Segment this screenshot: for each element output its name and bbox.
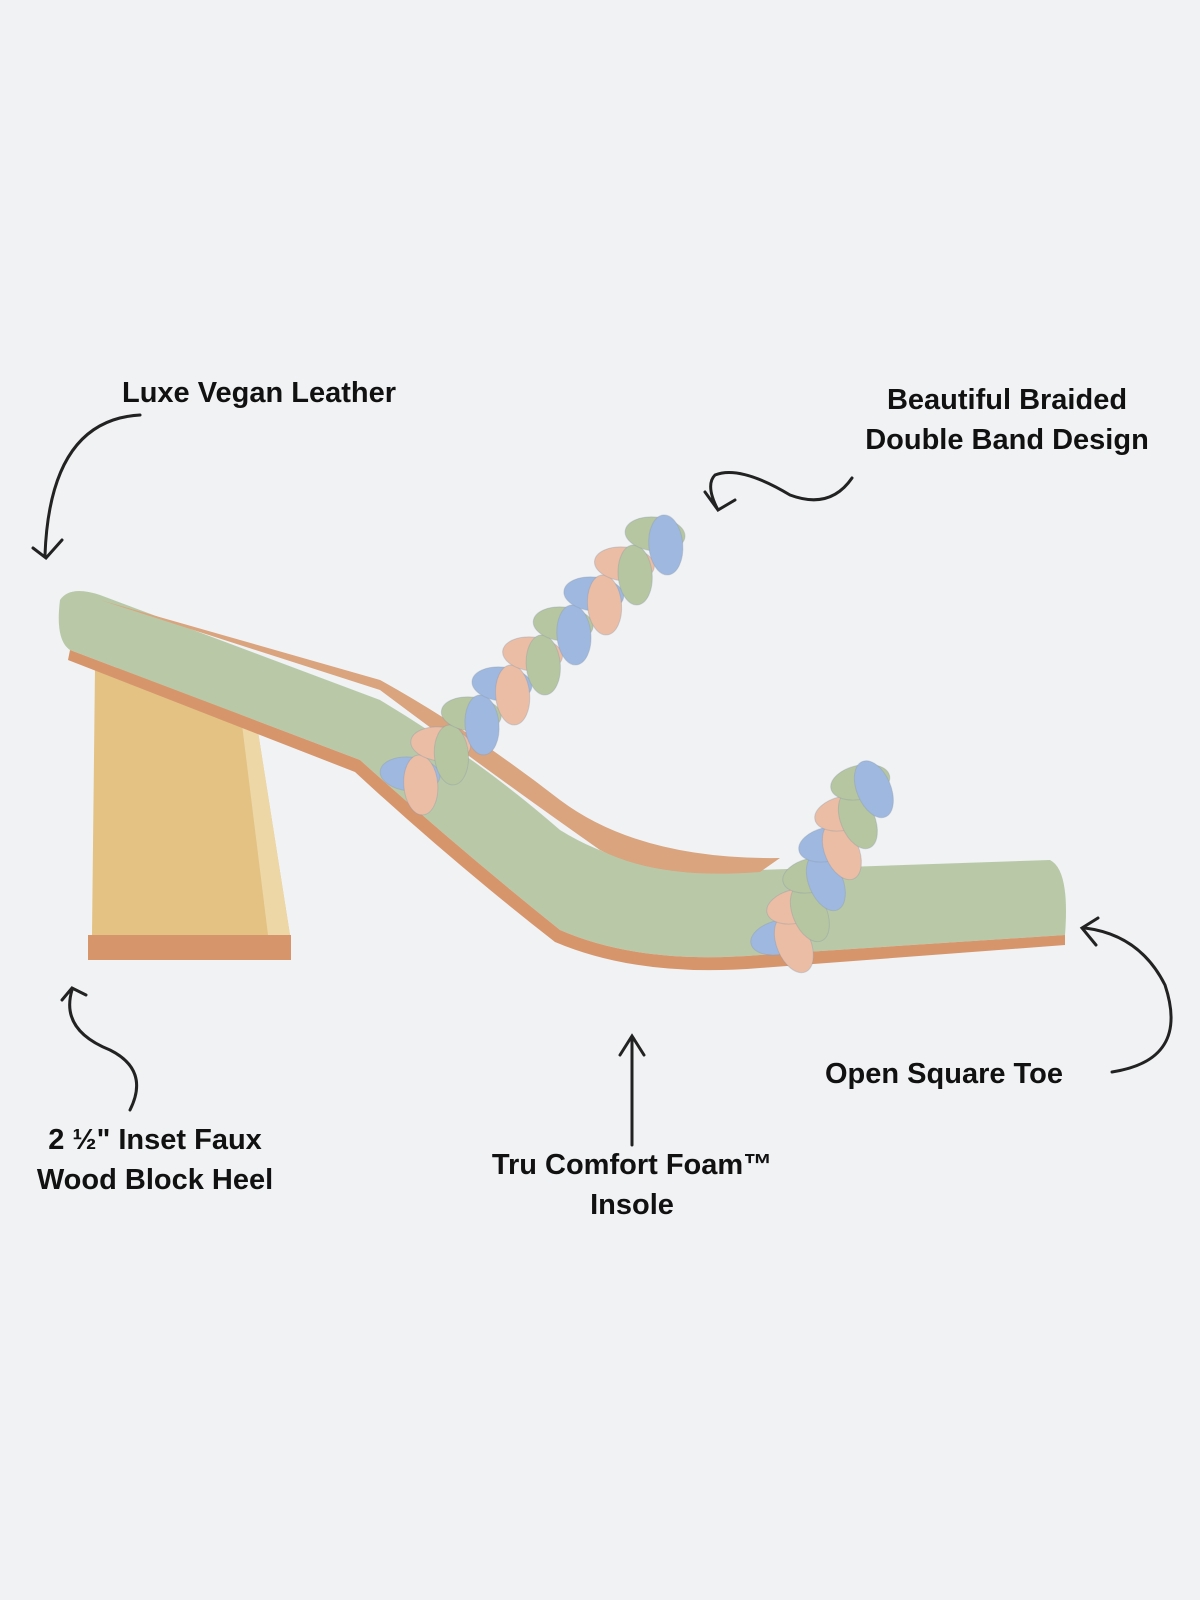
- annotation-toe: Open Square Toe: [825, 1058, 1063, 1090]
- annotation-insole-line2: Insole: [590, 1189, 674, 1221]
- annotation-leather: Luxe Vegan Leather: [122, 377, 396, 409]
- rear-braided-strap: [379, 514, 686, 816]
- annotation-braided-line2: Double Band Design: [865, 424, 1149, 456]
- braid-segment: [648, 514, 684, 576]
- block-heel: [88, 668, 291, 960]
- arrow-leather-icon: [31, 413, 142, 561]
- braid-segment: [556, 604, 592, 666]
- annotation-heel-line2: Wood Block Heel: [36, 1164, 274, 1196]
- braid-segment: [617, 544, 653, 606]
- arrow-braid-icon: [703, 471, 854, 512]
- arrow-toe-icon: [1079, 916, 1173, 1074]
- braid-segment: [853, 760, 894, 819]
- braid-segment: [464, 694, 500, 756]
- annotation-braided-line1: Beautiful Braided: [886, 384, 1128, 416]
- annotation-arrows: [31, 413, 1173, 1147]
- braid-segment: [433, 724, 469, 786]
- annotation-insole-line1: Tru Comfort Foam™: [491, 1149, 773, 1181]
- braid-segment: [403, 754, 439, 816]
- arrow-insole-icon: [618, 1033, 646, 1147]
- braid-segment: [525, 634, 561, 696]
- arrow-heel-icon: [60, 986, 139, 1112]
- sole: [58, 591, 1066, 971]
- annotation-heel-line1: 2 ½" Inset Faux: [48, 1124, 262, 1156]
- braid-segment: [495, 664, 531, 726]
- braid-segment: [586, 574, 623, 636]
- front-braided-strap: [750, 760, 894, 974]
